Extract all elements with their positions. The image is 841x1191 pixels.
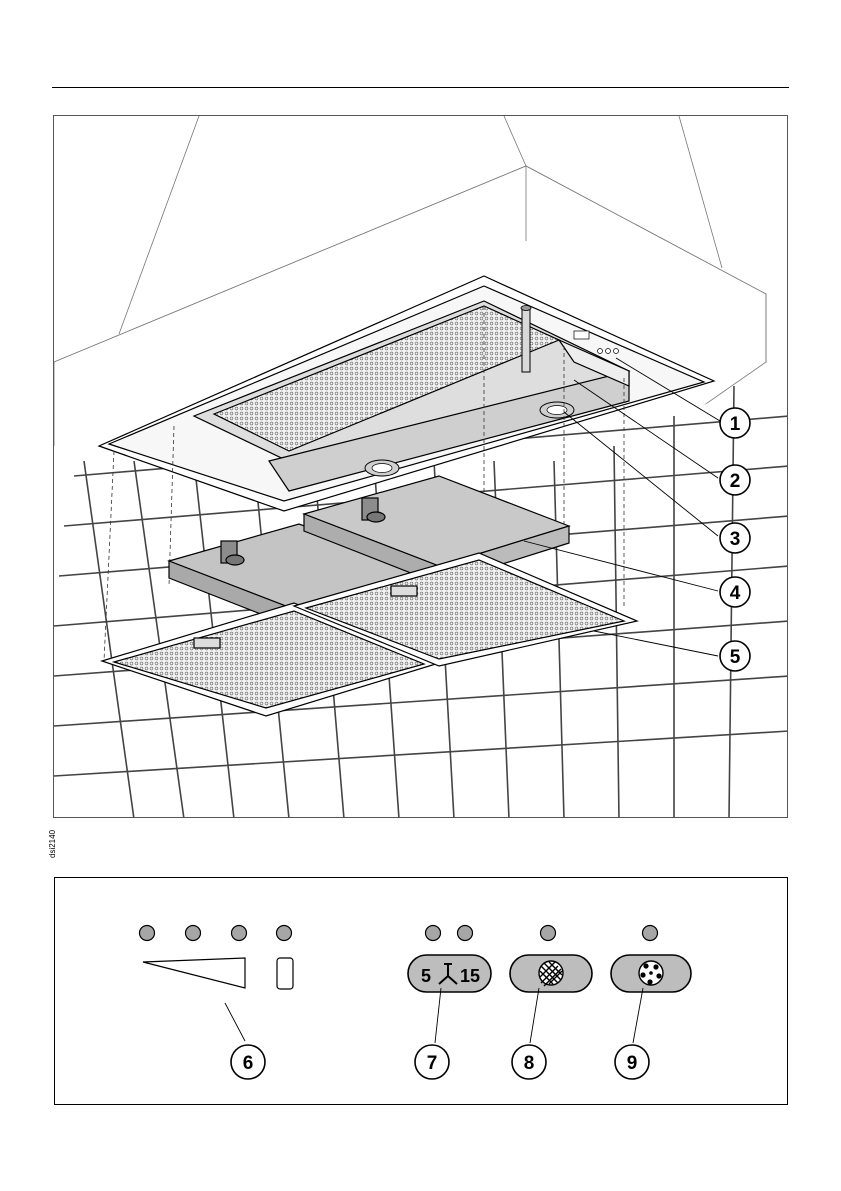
svg-text:9: 9 xyxy=(627,1053,638,1074)
indicator-leds xyxy=(140,926,658,941)
fan-speed-slider xyxy=(143,958,245,988)
led-speed-2 xyxy=(186,926,201,941)
control-panel-diagram: 5 15 xyxy=(54,877,788,1105)
callout-9: 9 xyxy=(615,1045,649,1079)
led-carbon xyxy=(643,926,658,941)
led-speed-1 xyxy=(140,926,155,941)
callout-6: 6 xyxy=(231,1045,265,1079)
svg-text:8: 8 xyxy=(524,1053,535,1074)
figure-code: dsi2140 xyxy=(48,830,57,858)
panel-leader-lines xyxy=(225,988,643,1043)
led-timer-5 xyxy=(426,926,441,941)
timer-button: 5 15 xyxy=(408,955,491,992)
callout-8: 8 xyxy=(512,1045,546,1079)
callout-7: 7 xyxy=(415,1045,449,1079)
led-grease xyxy=(541,926,556,941)
timer-5-label: 5 xyxy=(421,966,431,986)
carbon-filter-button xyxy=(611,955,691,992)
hood-illustration xyxy=(54,116,788,818)
grease-filter-icon xyxy=(539,961,563,986)
carbon-filter-icon xyxy=(639,961,663,985)
svg-text:7: 7 xyxy=(427,1053,438,1074)
svg-text:6: 6 xyxy=(243,1053,254,1074)
hood-exploded-diagram xyxy=(53,115,788,818)
light-switch xyxy=(277,958,293,989)
grease-filter-button xyxy=(510,955,592,992)
header-rule xyxy=(52,87,789,88)
light-switch-rod xyxy=(521,306,531,373)
control-panel-illustration: 5 15 xyxy=(55,878,789,1106)
led-timer-15 xyxy=(458,926,473,941)
timer-15-label: 15 xyxy=(460,966,480,986)
led-speed-3 xyxy=(232,926,247,941)
led-speed-4 xyxy=(277,926,292,941)
